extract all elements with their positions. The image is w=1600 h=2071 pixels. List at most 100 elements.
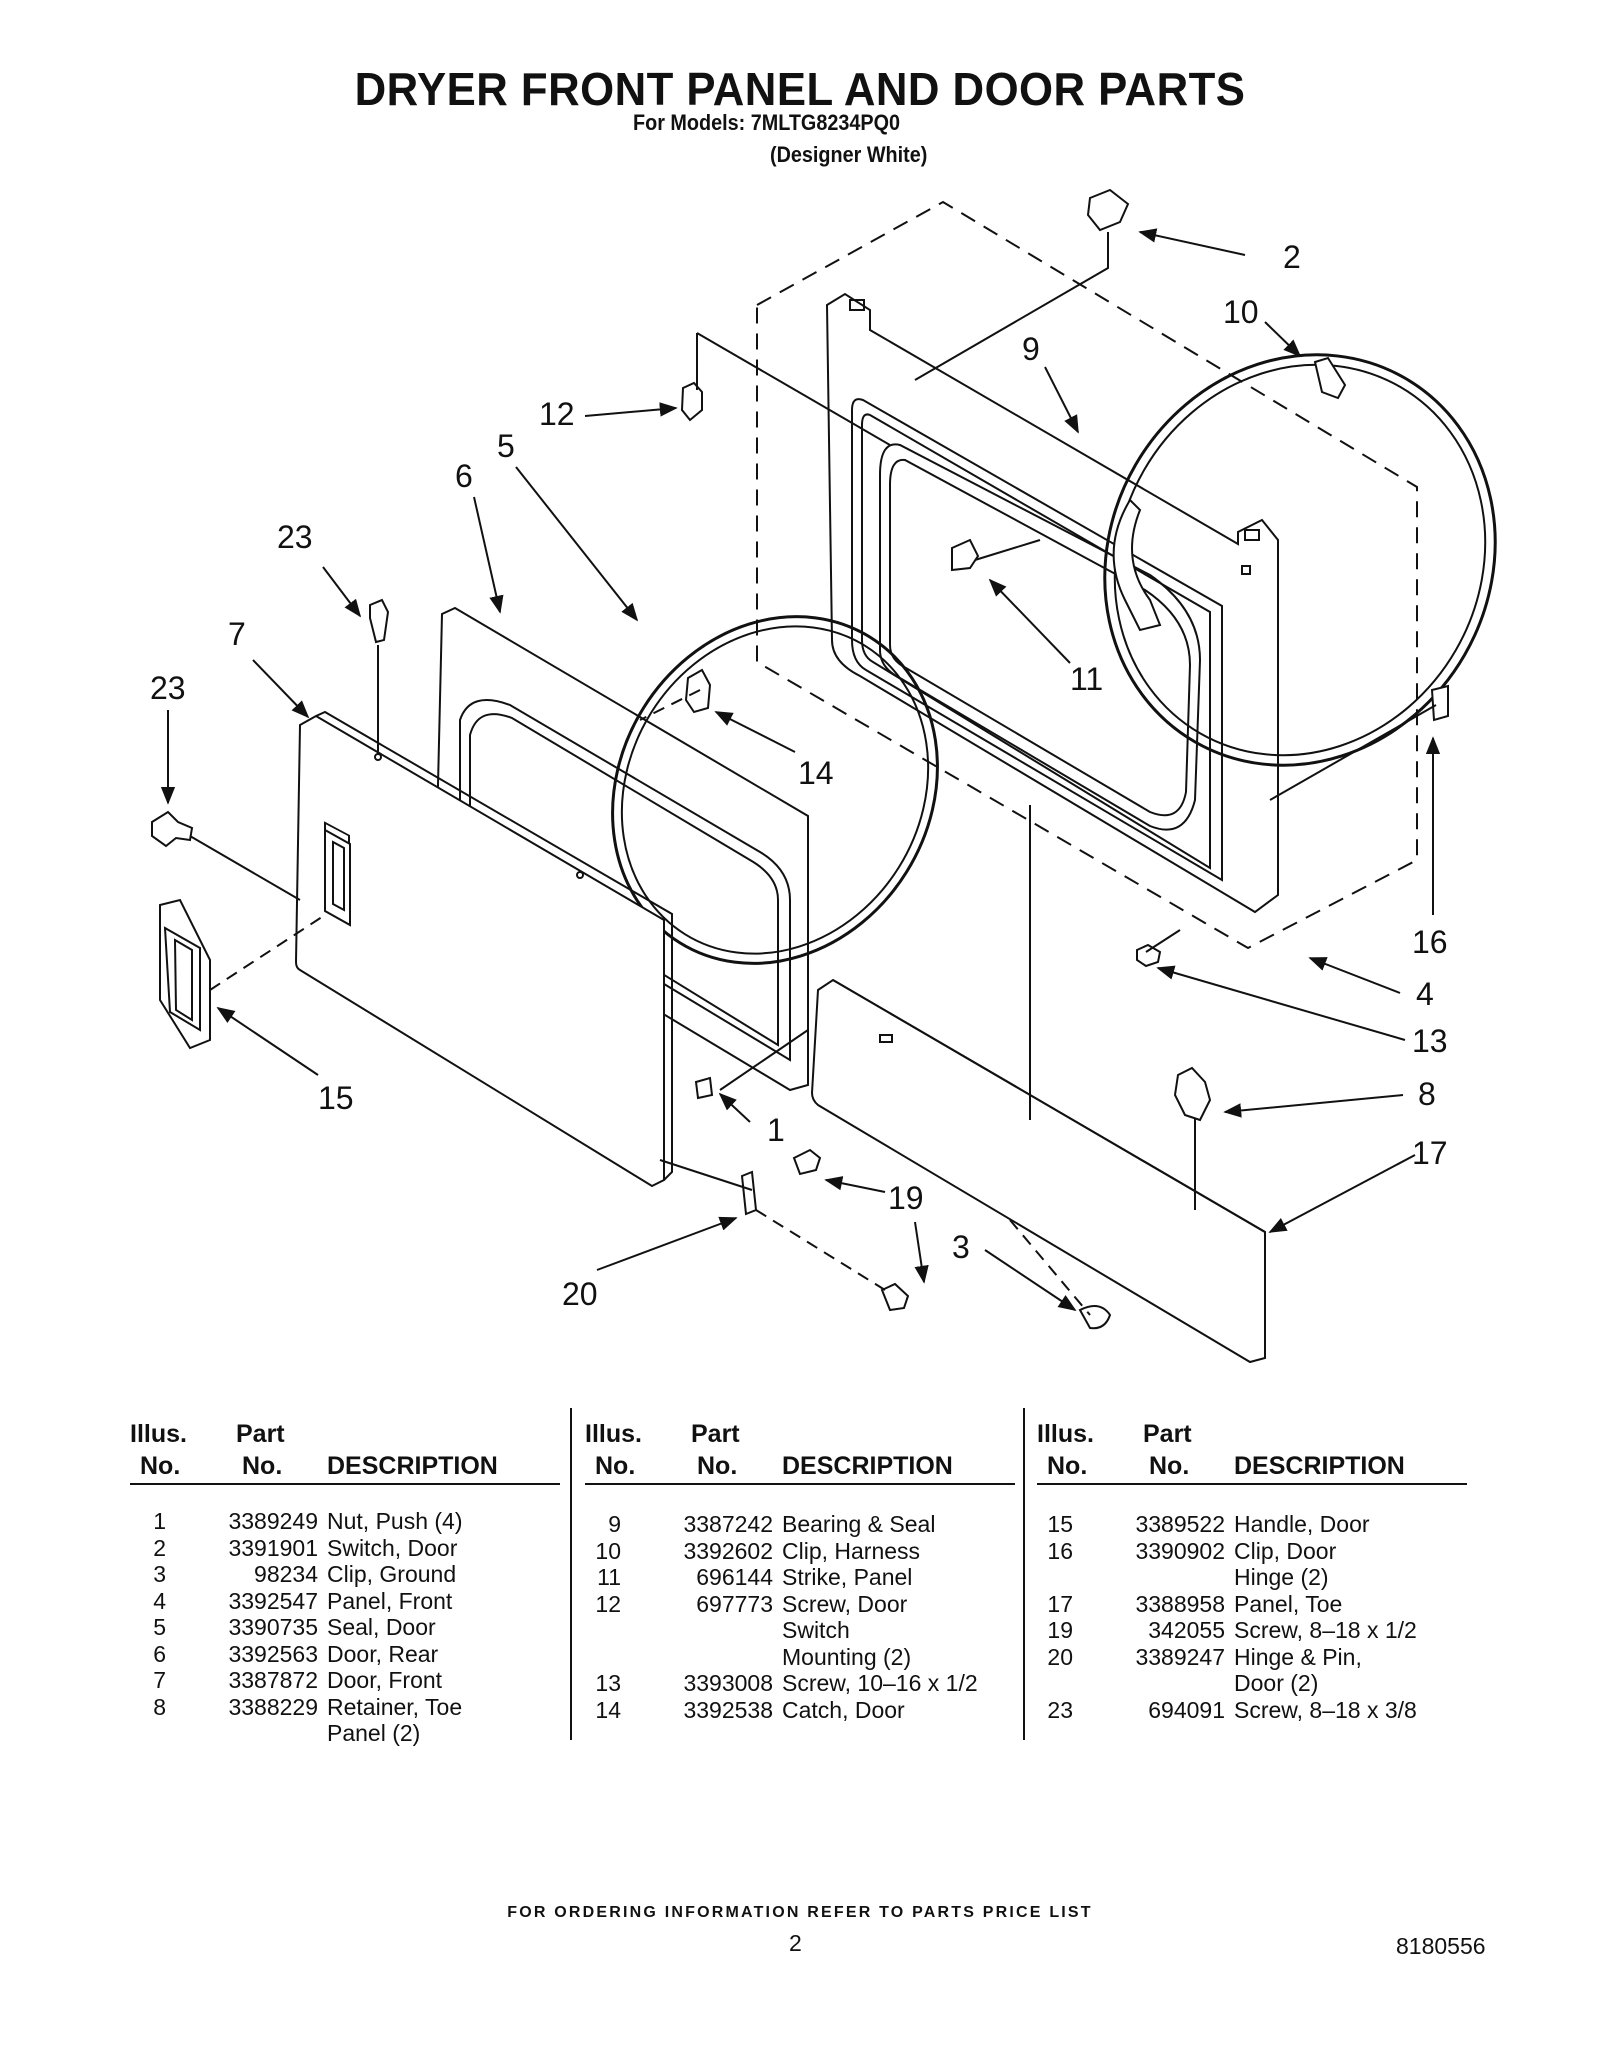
callout-2: 2 [1283,239,1301,275]
callout-5: 5 [497,428,515,464]
header-part-no: No. [242,1452,283,1480]
illus-number: 11 [597,1564,621,1590]
part-description: Door, Rear [327,1640,439,1667]
callout-3: 3 [952,1229,970,1265]
table-row: 3 98234 Clip, Ground [130,1561,560,1588]
small-hardware-parts [151,188,1449,1330]
callout-12: 12 [539,396,575,432]
part-description: Nut, Push (4) [327,1508,463,1534]
model-color: (Designer White) [770,142,928,167]
part-number: 3392602 [683,1537,773,1564]
callout-labels: 2 10 9 12 5 6 23 11 7 23 14 16 4 13 8 15… [150,239,1448,1312]
callout-10: 10 [1223,294,1259,330]
part-number: 3387242 [683,1511,773,1537]
part-description: Clip, Door [1234,1537,1337,1564]
header-rule-3 [1037,1483,1467,1485]
part-number: 3393008 [683,1670,773,1696]
callout-11: 11 [1070,661,1103,697]
header-description: DESCRIPTION [1234,1452,1405,1480]
door-seal-ring [611,615,939,965]
part-description: Mounting (2) [782,1643,912,1670]
header-rule-2 [585,1483,1015,1485]
part-description: Handle, Door [1234,1511,1370,1537]
leader-arrows [160,228,1441,1311]
callout-23b: 23 [150,670,186,706]
table-row: Mounting (2) [585,1644,1015,1671]
toe-panel-part [810,978,1266,1364]
illus-number: 14 [595,1696,621,1723]
callout-6: 6 [455,458,473,494]
part-number: 3390735 [228,1614,318,1640]
part-description: Screw, 10–16 x 1/2 [782,1670,978,1696]
part-description: Hinge (2) [1234,1564,1329,1590]
part-number: 3392538 [683,1696,773,1723]
part-number: 694091 [1148,1696,1225,1723]
part-number: 697773 [696,1590,773,1617]
table-row: 12 697773 Screw, Door [585,1591,1015,1618]
part-number: 98234 [254,1561,318,1587]
header-part-no: No. [1149,1452,1190,1480]
ordering-note: FOR ORDERING INFORMATION REFER TO PARTS … [507,1904,1093,1921]
illus-number: 23 [1047,1696,1073,1723]
front-panel-part [825,292,1279,914]
illus-number: 12 [595,1590,621,1617]
callout-8: 8 [1418,1076,1436,1112]
part-number: 3387872 [228,1667,318,1693]
page-number: 2 [789,1930,802,1956]
table-row: 14 3392538 Catch, Door [585,1697,1015,1724]
header-part: Part [1143,1420,1192,1448]
part-description: Screw, Door [782,1590,908,1617]
part-number: 3392547 [228,1587,318,1614]
part-number: 342055 [1148,1617,1225,1643]
callout-13: 13 [1412,1023,1448,1059]
callout-15: 15 [318,1080,354,1116]
part-description: Clip, Ground [327,1561,457,1587]
model-number: For Models: 7MLTG8234PQ0 [633,110,900,135]
callout-17: 17 [1412,1135,1448,1171]
front-door-part [294,710,673,1188]
column-divider-1 [570,1408,572,1740]
callout-9: 9 [1022,331,1040,367]
header-illus: Illus. [585,1420,642,1448]
table-row: Door (2) [1037,1670,1467,1697]
part-number: 3391901 [228,1534,318,1561]
callout-14: 14 [798,755,834,791]
exploded-parts-diagram: 2 10 9 12 5 6 23 11 7 23 14 16 4 13 8 15… [150,188,1497,1364]
part-description: Catch, Door [782,1696,905,1723]
cabinet-dashed-outline [756,200,1418,950]
door-handle-part [159,898,211,1050]
part-number: 3389247 [1135,1643,1225,1670]
part-description: Panel, Front [327,1587,453,1614]
page-title: DRYER FRONT PANEL AND DOOR PARTS [354,63,1246,115]
illus-number: 7 [153,1667,166,1693]
illus-number: 13 [595,1670,621,1696]
part-description: Panel, Toe [1234,1590,1343,1617]
illus-number: 20 [1047,1643,1073,1670]
header-illus-no: No. [595,1452,636,1480]
part-description: Door (2) [1234,1670,1319,1696]
part-description: Switch, Door [327,1534,458,1561]
illus-number: 9 [608,1511,621,1537]
part-description: Panel (2) [327,1720,421,1746]
table-row: Hinge (2) [1037,1564,1467,1591]
callout-19: 19 [888,1180,924,1216]
callout-1: 1 [767,1112,785,1148]
header-illus-no: No. [1047,1452,1088,1480]
part-description: Seal, Door [327,1614,436,1640]
header-illus-no: No. [140,1452,181,1480]
part-number: 3388958 [1135,1590,1225,1617]
part-number: 3390902 [1135,1537,1225,1564]
illus-number: 3 [153,1561,166,1587]
header-part-no: No. [697,1452,738,1480]
